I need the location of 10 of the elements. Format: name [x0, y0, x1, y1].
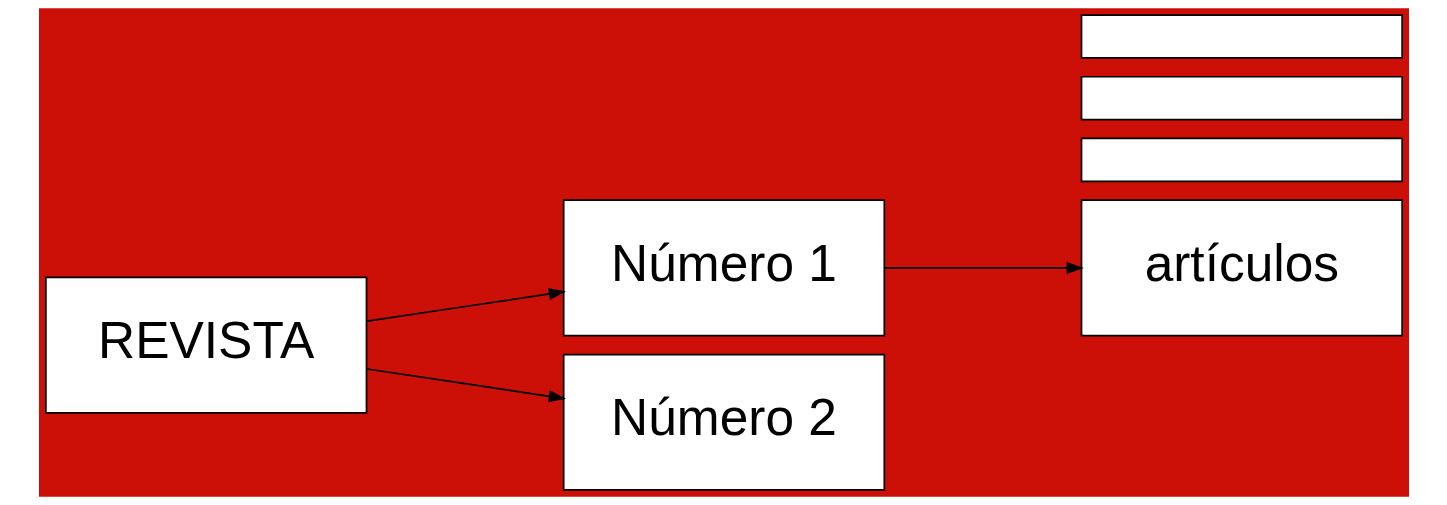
node-box — [1080, 14, 1403, 59]
node-box — [1080, 137, 1403, 183]
arrow — [883, 261, 1084, 274]
node-box — [1080, 75, 1403, 121]
node-box: Número 2 — [562, 353, 885, 491]
arrow — [365, 368, 566, 403]
node-box: artículos — [1080, 199, 1403, 337]
arrow — [365, 288, 566, 323]
node-box: Número 1 — [562, 199, 885, 337]
node-box: REVISTA — [44, 276, 367, 414]
